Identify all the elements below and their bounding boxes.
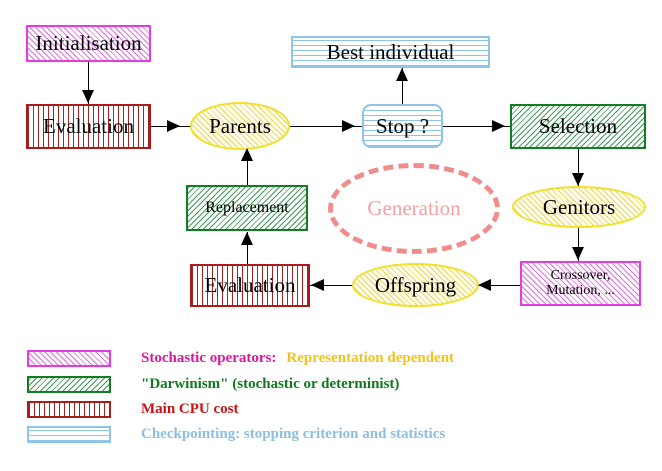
arrowhead-crossover-to-offspring [478, 279, 491, 291]
arrowhead-replacement-to-parents [241, 148, 253, 161]
legend-swatch-checkpointing [27, 425, 111, 443]
node-crossover-mutation-label-line1: Crossover, [550, 267, 611, 283]
node-genitors[interactable]: Genitors [512, 186, 646, 228]
node-evaluation-top[interactable]: Evaluation [26, 104, 151, 149]
node-evaluation-bottom-label: Evaluation [204, 273, 296, 298]
node-crossover-mutation-label-line2: Mutation, ... [546, 282, 615, 298]
node-parents-label: Parents [209, 113, 271, 138]
node-selection-label: Selection [538, 114, 618, 139]
edge-replacement-to-parents [247, 148, 248, 186]
legend-label-main-cpu-cost: Main CPU cost [141, 400, 239, 417]
legend-label-representation-dependent: Representation dependent [286, 349, 455, 366]
arrowhead-evaluation-to-replacement [241, 232, 253, 245]
legend-label-stochastic-operators-primary: Stochastic operators: [141, 349, 277, 366]
node-stop[interactable]: Stop ? [362, 104, 443, 148]
legend-row-darwinism: "Darwinism" (stochastic or determinist) [27, 374, 399, 394]
node-initialisation-label: Initialisation [35, 31, 142, 56]
node-evaluation-top-label: Evaluation [43, 114, 134, 139]
arrowhead-selection-to-genitors [572, 173, 584, 186]
legend-row-main-cpu-cost: Main CPU cost [27, 399, 239, 419]
node-generation-boundary: Generation [328, 163, 500, 254]
node-crossover-mutation[interactable]: Crossover, Mutation, ... [520, 261, 641, 306]
edge-initialisation-to-evaluation [88, 62, 89, 104]
legend-swatch-darwinism [27, 375, 111, 393]
edge-stop-to-best-individual [402, 68, 403, 108]
arrowhead-evaluation-to-parents [167, 120, 180, 132]
edge-crossover-to-offspring [478, 285, 522, 286]
legend-swatch-stochastic-operators [27, 349, 111, 367]
edge-evaluation-to-replacement [247, 232, 248, 267]
node-best-individual-label: Best individual [326, 39, 455, 64]
arrowhead-offspring-to-evaluation [311, 279, 324, 291]
legend-label-darwinism: "Darwinism" (stochastic or determinist) [141, 375, 400, 392]
node-stop-label: Stop ? [375, 113, 430, 138]
node-generation-label: Generation [367, 196, 461, 220]
node-offspring[interactable]: Offspring [352, 263, 479, 307]
node-genitors-label: Genitors [542, 194, 616, 219]
node-replacement-label: Replacement [205, 198, 289, 216]
node-offspring-label: Offspring [374, 272, 457, 297]
edge-parents-to-stop [290, 126, 365, 127]
arrowhead-genitors-to-crossover [572, 247, 584, 260]
node-selection[interactable]: Selection [510, 104, 646, 149]
edge-selection-to-genitors [578, 148, 579, 188]
node-parents[interactable]: Parents [190, 102, 290, 150]
node-initialisation[interactable]: Initialisation [26, 25, 151, 62]
legend-swatch-main-cpu-cost [27, 400, 111, 418]
arrowhead-stop-to-selection [492, 120, 505, 132]
node-replacement[interactable]: Replacement [186, 185, 308, 231]
arrowhead-parents-to-stop [342, 120, 355, 132]
node-best-individual[interactable]: Best individual [291, 36, 490, 68]
arrowhead-stop-to-best-individual [396, 68, 408, 81]
arrowhead-initialisation-to-evaluation [82, 90, 94, 103]
legend-row-stochastic-operators: Stochastic operators: Representation depe… [27, 348, 454, 368]
legend-label-stochastic-operators: Stochastic operators: Representation depe… [141, 350, 454, 367]
edge-offspring-to-evaluation [309, 285, 355, 286]
node-evaluation-bottom[interactable]: Evaluation [190, 264, 310, 307]
edge-genitors-to-crossover [578, 224, 579, 262]
legend-row-checkpointing: Checkpointing: stopping criterion and st… [27, 424, 445, 444]
edge-stop-to-selection [443, 126, 510, 127]
legend-label-checkpointing: Checkpointing: stopping criterion and st… [141, 425, 446, 442]
